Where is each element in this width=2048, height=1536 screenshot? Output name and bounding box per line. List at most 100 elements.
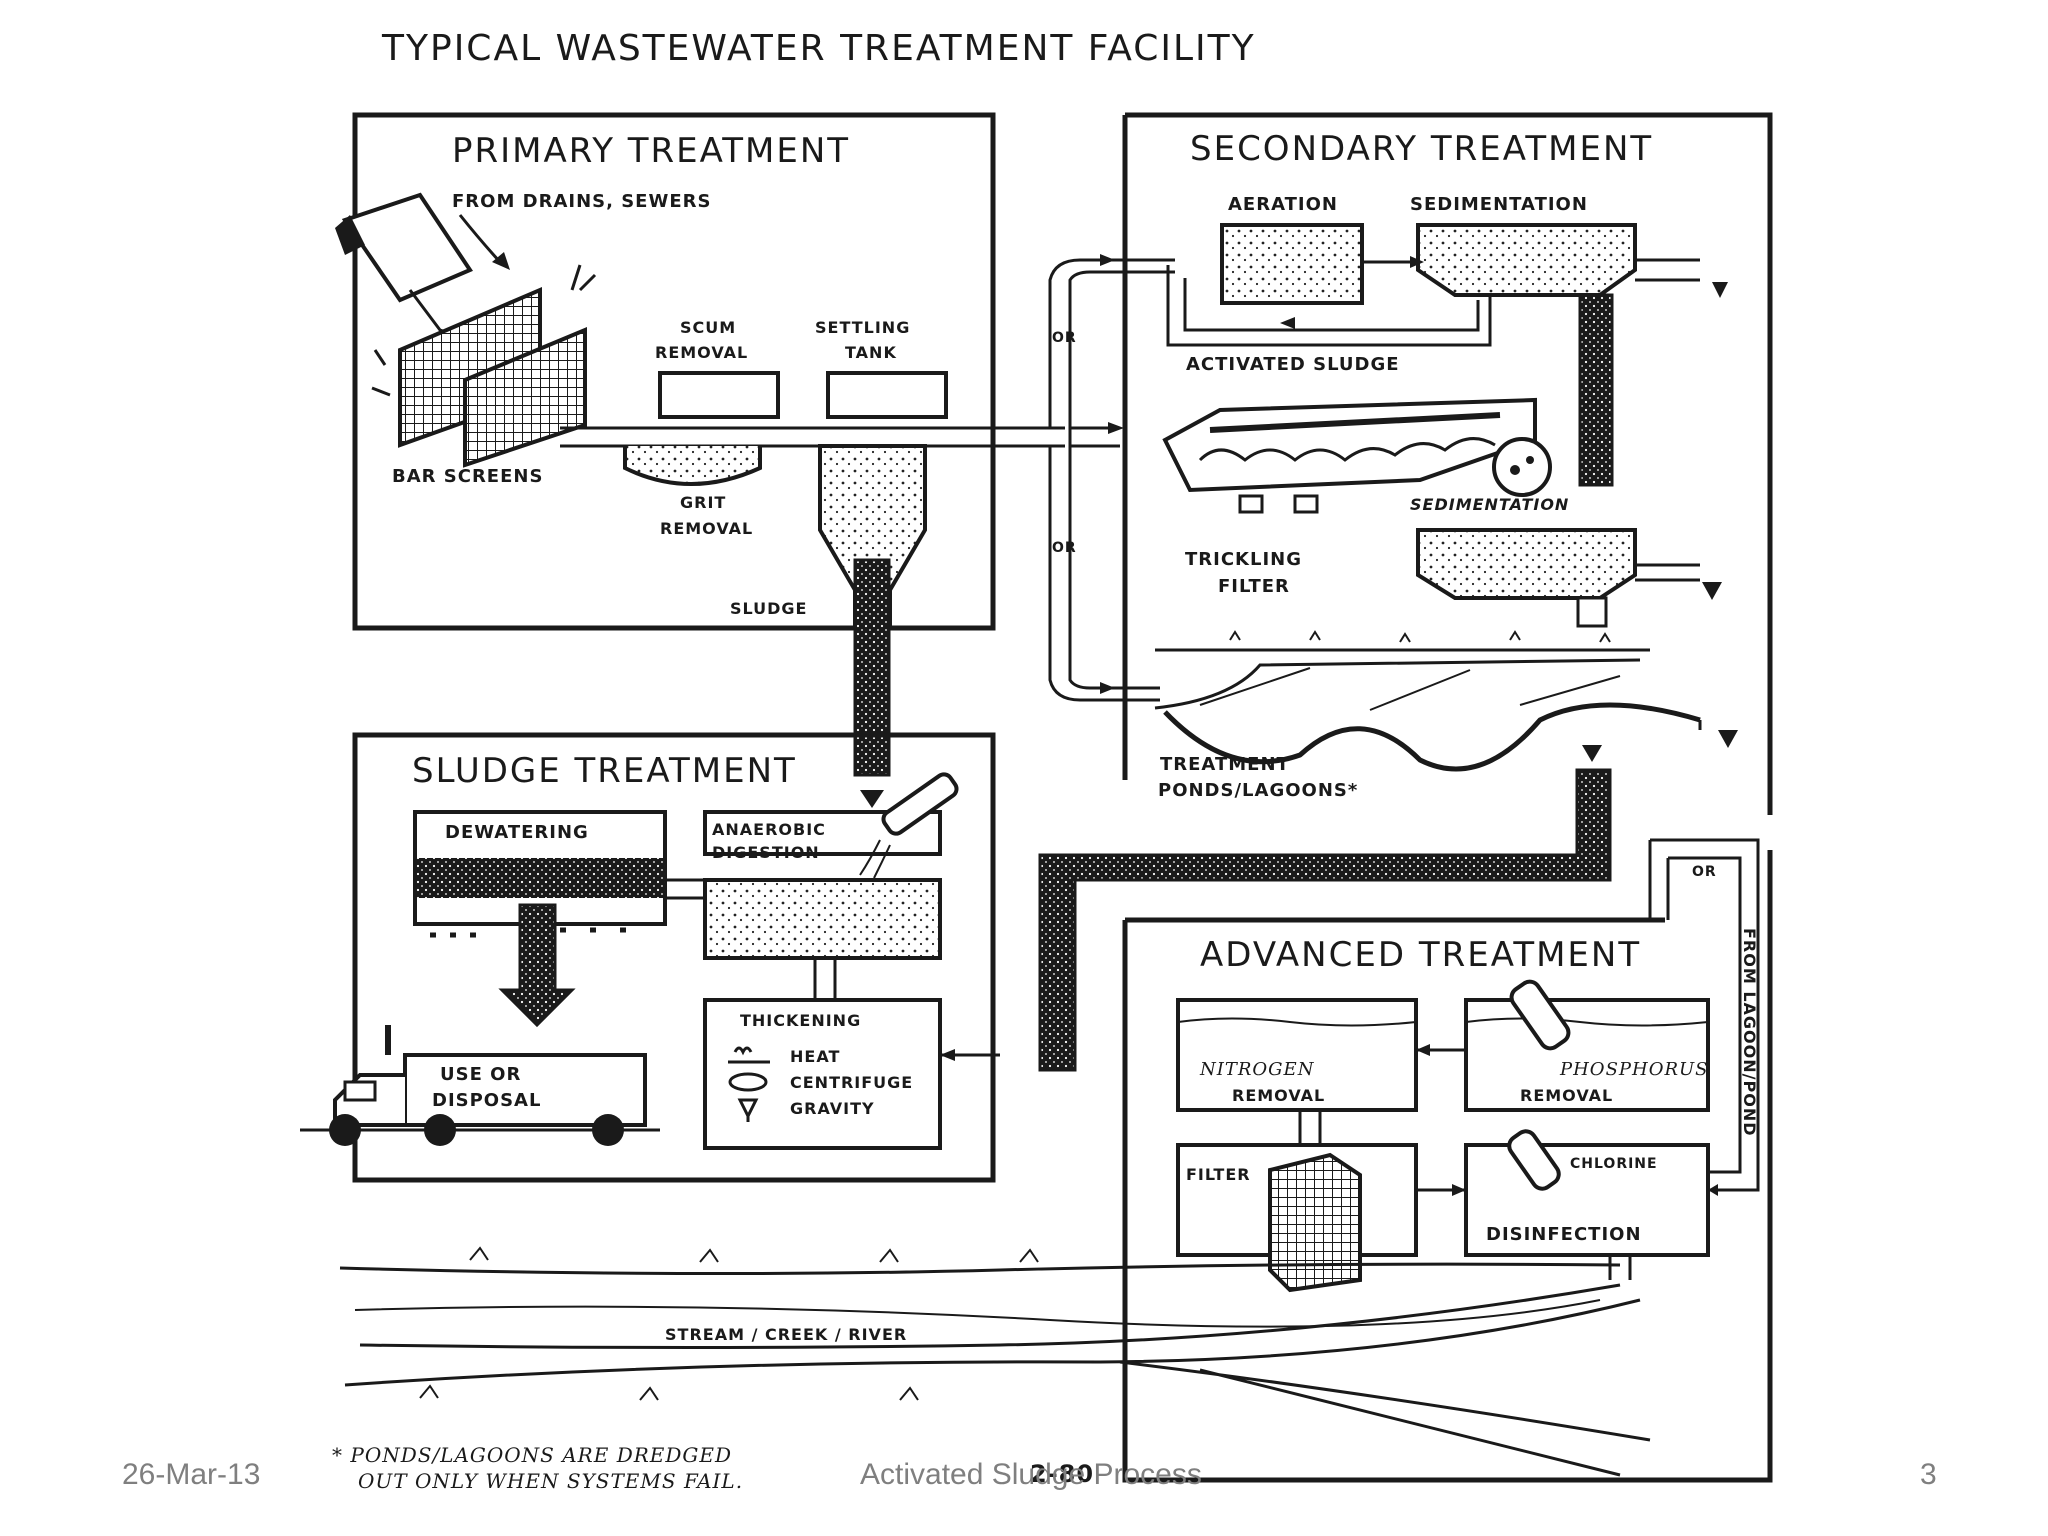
chlorine-label: CHLORINE — [1570, 1156, 1658, 1172]
centrifuge-icon — [728, 1072, 768, 1092]
branch-pipes — [1048, 258, 1175, 702]
chlorine-dose-icon — [1507, 1129, 1561, 1191]
gravity-label: GRAVITY — [790, 1099, 875, 1118]
sludge-label: SLUDGE — [730, 599, 807, 618]
heat-label: HEAT — [790, 1047, 840, 1066]
footer-date: 26-Mar-13 — [122, 1458, 261, 1491]
inflow-arrowhead — [492, 252, 510, 270]
grit-label-2: REMOVAL — [660, 519, 753, 538]
sedimentation-tank-top — [1416, 223, 1637, 297]
thickening-label: THICKENING — [740, 1011, 861, 1030]
digester-to-dewatering — [665, 878, 705, 900]
aeration-flow-arrow — [1410, 256, 1424, 268]
return-sludge-loop — [1166, 265, 1492, 347]
stream-label: STREAM / CREEK / RIVER — [665, 1325, 907, 1344]
bar-screens-label: BAR SCREENS — [392, 466, 543, 487]
phosphorus-removal-box — [1464, 998, 1710, 1112]
primary-heading: PRIMARY TREATMENT — [452, 131, 850, 171]
sedimentation-mid-label: SEDIMENTATION — [1410, 495, 1569, 514]
dewatering-cake — [415, 858, 665, 898]
secondary-effluent-channel — [1635, 258, 1700, 282]
dewatering-drops — [430, 927, 626, 938]
anaerobic-label-2: DIGESTION — [712, 843, 820, 862]
anaerobic-label-1: ANAEROBIC — [712, 820, 826, 839]
nitrogen-label-1: NITROGEN — [1199, 1059, 1315, 1080]
mid-effluent — [1635, 563, 1700, 582]
sedimentation-tank-mid — [1416, 528, 1637, 600]
sludge-heading: SLUDGE TREATMENT — [412, 751, 797, 791]
or-label-advanced: OR — [1692, 864, 1717, 880]
ponds-label-2: PONDS/LAGOONS* — [1158, 780, 1358, 801]
advanced-inflow-pipe — [1648, 838, 1760, 1192]
p-to-n-arrow — [1416, 1044, 1430, 1056]
centrifuge-label: CENTRIFUGE — [790, 1073, 913, 1092]
secondary-treatment-panel: SECONDARY TREATMENT AERATION SEDIMENTATI… — [1048, 112, 1773, 815]
settling-label-1: SETTLING — [815, 318, 910, 337]
phosphorus-dose-icon — [1509, 979, 1571, 1051]
settling-label-2: TANK — [845, 343, 897, 362]
digester-to-thickening — [813, 958, 837, 1000]
disinfection-label: DISINFECTION — [1486, 1224, 1642, 1245]
or-label-1: OR — [1052, 330, 1077, 346]
diagram-title: TYPICAL WASTEWATER TREATMENT FACILITY — [381, 28, 1256, 69]
truck-icon — [300, 1025, 660, 1146]
phosphorus-label-2: REMOVAL — [1520, 1086, 1613, 1105]
sludge-inflow-arrow — [860, 790, 884, 808]
disinfection-box — [1464, 1143, 1710, 1257]
advanced-heading: ADVANCED TREATMENT — [1200, 935, 1641, 975]
dewatering-label: DEWATERING — [445, 822, 589, 843]
or-label-2: OR — [1052, 540, 1077, 556]
scum-label-1: SCUM — [680, 318, 736, 337]
heater-icon — [859, 772, 959, 879]
filter-media — [1268, 1152, 1362, 1293]
branch-arrow-top — [1100, 254, 1115, 266]
primary-treatment-panel: PRIMARY TREATMENT FROM DRAINS, SEWERS BA… — [335, 112, 1065, 631]
inflow-label: FROM DRAINS, SEWERS — [452, 191, 711, 212]
treatment-ponds — [1154, 630, 1701, 772]
page-code: 2-80 — [1030, 1460, 1094, 1488]
trickling-filter — [1162, 397, 1552, 514]
grit-label-1: GRIT — [680, 493, 726, 512]
slide-number: 3 — [1920, 1458, 1937, 1491]
pond-down-arrow — [1582, 745, 1602, 762]
primary-flow-pipe — [560, 426, 1065, 448]
use-disposal-label-1: USE OR — [440, 1064, 521, 1085]
aeration-tank — [1220, 223, 1364, 305]
branch-arrow-low — [1100, 682, 1115, 694]
use-disposal-label-2: DISPOSAL — [432, 1090, 541, 1111]
secondary-sludge-return — [1038, 768, 1612, 1072]
inflow-arrow — [458, 214, 502, 264]
thickening-arrow — [940, 1049, 955, 1061]
return-arrow — [1280, 317, 1295, 329]
sludge-treatment-panel: SLUDGE TREATMENT DEWATERING ANAEROBIC DI… — [300, 732, 1000, 1183]
nitrogen-label-2: REMOVAL — [1232, 1086, 1325, 1105]
filter-label: FILTER — [1186, 1165, 1251, 1184]
heat-icon — [728, 1046, 770, 1064]
grit-chamber — [623, 446, 762, 486]
scum-removal-tank — [658, 371, 780, 419]
stream — [339, 1246, 1651, 1477]
effluent-arrow-3 — [1718, 730, 1738, 748]
effluent-arrow-2 — [1702, 582, 1722, 600]
aeration-label: AERATION — [1228, 194, 1338, 215]
from-lagoon-arrow — [1708, 1184, 1718, 1196]
phosphorus-label-1: PHOSPHORUS — [1559, 1059, 1709, 1080]
secondary-sludge-pipe — [1578, 293, 1614, 487]
activated-sludge-label: ACTIVATED SLUDGE — [1186, 354, 1400, 375]
branch-arrow-mid — [1108, 422, 1124, 434]
scum-label-2: REMOVAL — [655, 343, 748, 362]
footnote-line-1: * PONDS/LAGOONS ARE DREDGED — [332, 1443, 732, 1467]
secondary-heading: SECONDARY TREATMENT — [1190, 129, 1653, 169]
sludge-downpipe — [853, 558, 891, 777]
trickling-label-2: FILTER — [1218, 576, 1290, 597]
drain-pipe — [335, 192, 473, 342]
bar-screens — [371, 264, 597, 468]
trickling-label-1: TRICKLING — [1185, 549, 1302, 570]
footnote-line-2: OUT ONLY WHEN SYSTEMS FAIL. — [358, 1469, 743, 1493]
settling-tank-top — [826, 371, 948, 419]
digester-tank — [703, 878, 942, 960]
effluent-arrow-1 — [1712, 282, 1728, 298]
footer-title: Activated Sludge Process — [860, 1458, 1202, 1491]
disposal-arrow — [498, 903, 576, 1028]
